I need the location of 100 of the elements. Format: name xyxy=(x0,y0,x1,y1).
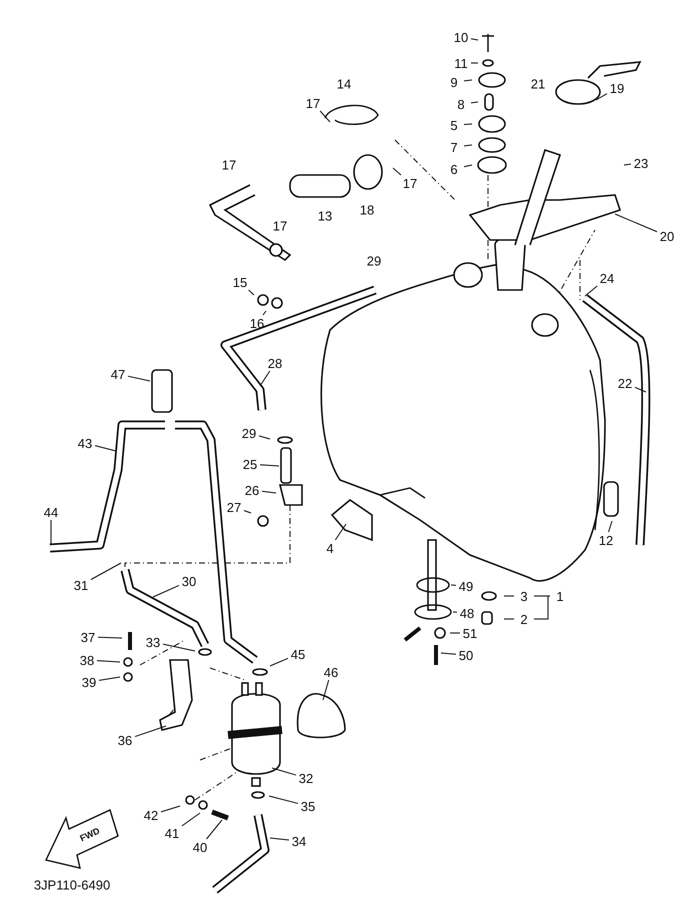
leader-line xyxy=(452,612,458,613)
leader-line xyxy=(260,370,270,386)
leader-line xyxy=(534,596,550,620)
callout-number: 17 xyxy=(400,175,420,191)
leader-line xyxy=(160,806,180,812)
callout-number: 47 xyxy=(108,366,128,382)
leader-line xyxy=(464,144,472,146)
leader-line xyxy=(608,520,612,532)
leader-line xyxy=(244,510,252,514)
leader-line xyxy=(260,464,280,466)
callout-number: 39 xyxy=(79,674,99,690)
leader-line xyxy=(322,680,330,700)
callout-number: 51 xyxy=(460,625,480,641)
callout-number: 48 xyxy=(457,605,477,621)
leader-line xyxy=(94,445,116,452)
callout-number: 27 xyxy=(224,499,244,515)
callout-number: 33 xyxy=(143,634,163,650)
callout-number: 15 xyxy=(230,274,250,290)
leader-line xyxy=(162,644,196,652)
leader-line xyxy=(392,168,402,176)
leader-line xyxy=(464,80,472,82)
callout-number: 24 xyxy=(597,270,617,286)
callout-number: 44 xyxy=(41,504,61,520)
callout-number: 2 xyxy=(514,611,534,627)
callout-number: 1 xyxy=(550,588,570,604)
callout-number: 31 xyxy=(71,577,91,593)
callout-number: 5 xyxy=(444,117,464,133)
callout-number: 41 xyxy=(162,825,182,841)
callout-number: 26 xyxy=(242,482,262,498)
leader-line xyxy=(270,838,290,840)
callout-number: 50 xyxy=(456,647,476,663)
callout-number: 8 xyxy=(451,96,471,112)
leader-line xyxy=(96,660,120,662)
callout-number: 49 xyxy=(456,578,476,594)
leader-line xyxy=(262,310,266,316)
callout-number: 34 xyxy=(289,833,309,849)
leader-line xyxy=(470,102,478,104)
callout-number: 45 xyxy=(288,646,308,662)
leader-line xyxy=(182,812,200,826)
callout-number: 7 xyxy=(444,139,464,155)
leader-line xyxy=(320,110,330,122)
drawing-code: 3JP110-6490 xyxy=(34,878,110,892)
callout-number: 11 xyxy=(451,55,471,71)
callout-number: 40 xyxy=(190,839,210,855)
callout-number: 46 xyxy=(321,664,341,680)
callout-number: 32 xyxy=(296,770,316,786)
leader-line xyxy=(270,658,288,666)
leader-line xyxy=(334,524,346,540)
callout-number: 13 xyxy=(318,210,332,222)
leader-line xyxy=(248,290,254,296)
callout-number: 35 xyxy=(298,798,318,814)
leader-line xyxy=(268,796,298,804)
leader-line xyxy=(262,490,276,494)
leader-line xyxy=(128,376,150,382)
callout-number: 38 xyxy=(77,652,97,668)
callout-number: 19 xyxy=(607,80,627,96)
callout-number: 30 xyxy=(179,573,199,589)
leader-line xyxy=(464,164,472,168)
leader-line xyxy=(272,768,296,776)
callout-number: 29 xyxy=(239,425,259,441)
callout-number: 3 xyxy=(514,588,534,604)
leader-line xyxy=(134,726,166,738)
callout-number: 17 xyxy=(272,220,288,232)
leader-line xyxy=(440,652,456,655)
callout-number: 37 xyxy=(78,629,98,645)
leader-line xyxy=(50,520,52,544)
callout-number: 25 xyxy=(240,456,260,472)
callout-number: 17 xyxy=(222,158,236,172)
callout-number: 9 xyxy=(444,74,464,90)
callout-number: 22 xyxy=(615,375,635,391)
leader-line xyxy=(634,386,646,392)
callout-number: 6 xyxy=(444,161,464,177)
callout-number: 28 xyxy=(265,355,285,371)
leader-line xyxy=(98,636,122,638)
callout-number: 14 xyxy=(336,78,352,90)
callout-number: 42 xyxy=(141,807,161,823)
leader-line xyxy=(624,164,632,166)
leader-line xyxy=(464,124,472,125)
callout-number: 36 xyxy=(115,732,135,748)
callout-number: 20 xyxy=(657,228,677,244)
callout-number: 21 xyxy=(530,78,546,90)
leader-line xyxy=(98,676,120,681)
leader-line xyxy=(584,286,598,296)
direction-label: FWD xyxy=(78,826,102,844)
leader-line xyxy=(450,632,460,634)
callout-number: 17 xyxy=(303,95,323,111)
leader-line xyxy=(206,820,222,840)
leader-line xyxy=(450,584,456,586)
callout-number: 10 xyxy=(451,29,471,45)
callout-number: 29 xyxy=(366,254,382,268)
callout-number: 4 xyxy=(320,540,340,556)
leader-line xyxy=(258,435,270,440)
callout-number: 23 xyxy=(631,155,651,171)
callout-number: 43 xyxy=(75,435,95,451)
callout-number: 18 xyxy=(360,204,374,216)
leader-line xyxy=(596,93,608,100)
leader-line xyxy=(470,62,478,64)
leader-line xyxy=(504,618,514,620)
leader-line xyxy=(470,38,478,40)
leader-line xyxy=(152,584,180,598)
